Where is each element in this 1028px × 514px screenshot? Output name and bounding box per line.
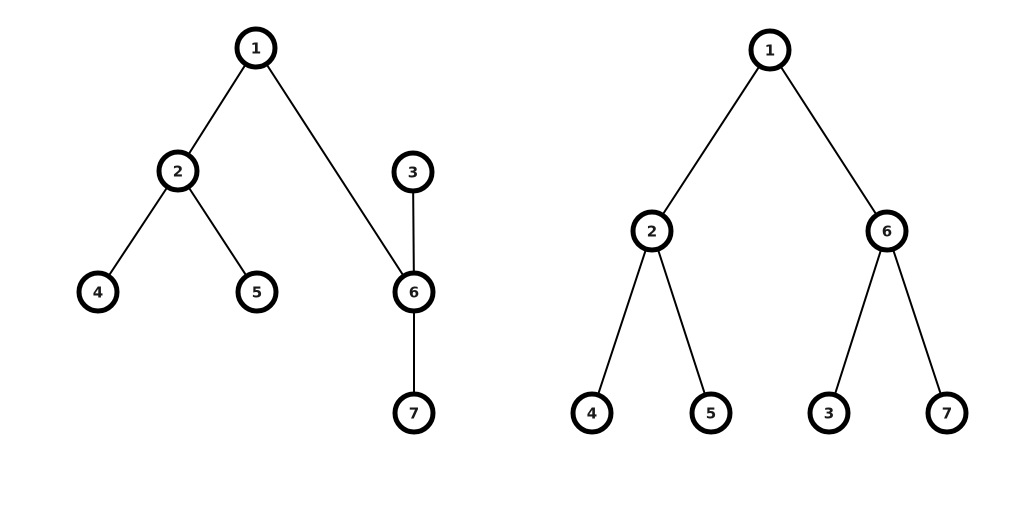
graph-edge-1-2 — [177, 47, 257, 172]
graph-edge-6-3 — [828, 230, 888, 414]
graph-edge-2-5 — [651, 230, 712, 414]
graph-edge-2-4 — [591, 230, 653, 414]
graph-edge-2-5 — [177, 170, 258, 293]
graph-node-1 — [234, 26, 278, 70]
graph-node-label-1: 1 — [251, 39, 261, 57]
graph-edge-1-6 — [769, 49, 888, 232]
graph-node-label-3: 3 — [408, 163, 418, 181]
graph-node-6 — [392, 270, 436, 314]
graph-node-5 — [235, 270, 279, 314]
graph-node-7 — [392, 391, 436, 435]
graph-node-7 — [925, 391, 969, 435]
graph-edge-6-7 — [886, 230, 948, 414]
right-tree: 1 2 6 4 5 3 7 — [570, 28, 969, 435]
graph-node-3 — [391, 150, 435, 194]
left-tree: 1 2 3 4 5 6 7 — [76, 26, 436, 435]
graph-node-label-4: 4 — [587, 404, 597, 422]
graph-node-5 — [689, 391, 733, 435]
graph-node-label-2: 2 — [173, 162, 183, 180]
graph-edge-2-4 — [97, 170, 179, 293]
graph-node-4 — [570, 391, 614, 435]
graph-node-label-1: 1 — [765, 41, 775, 59]
graph-node-1 — [748, 28, 792, 72]
graph-node-label-7: 7 — [942, 404, 952, 422]
graph-node-3 — [807, 391, 851, 435]
graph-edge-1-2 — [651, 49, 771, 232]
graph-node-label-6: 6 — [882, 222, 892, 240]
graph-node-2 — [630, 209, 674, 253]
graph-node-2 — [156, 149, 200, 193]
graph-node-label-4: 4 — [93, 283, 103, 301]
graph-node-4 — [76, 270, 120, 314]
graph-node-label-6: 6 — [409, 283, 419, 301]
graph-node-label-5: 5 — [252, 283, 262, 301]
graph-node-label-2: 2 — [647, 222, 657, 240]
graph-node-label-3: 3 — [824, 404, 834, 422]
graph-node-label-7: 7 — [409, 404, 419, 422]
graph-node-label-5: 5 — [706, 404, 716, 422]
graph-edge-1-6 — [255, 47, 415, 293]
graph-node-6 — [865, 209, 909, 253]
